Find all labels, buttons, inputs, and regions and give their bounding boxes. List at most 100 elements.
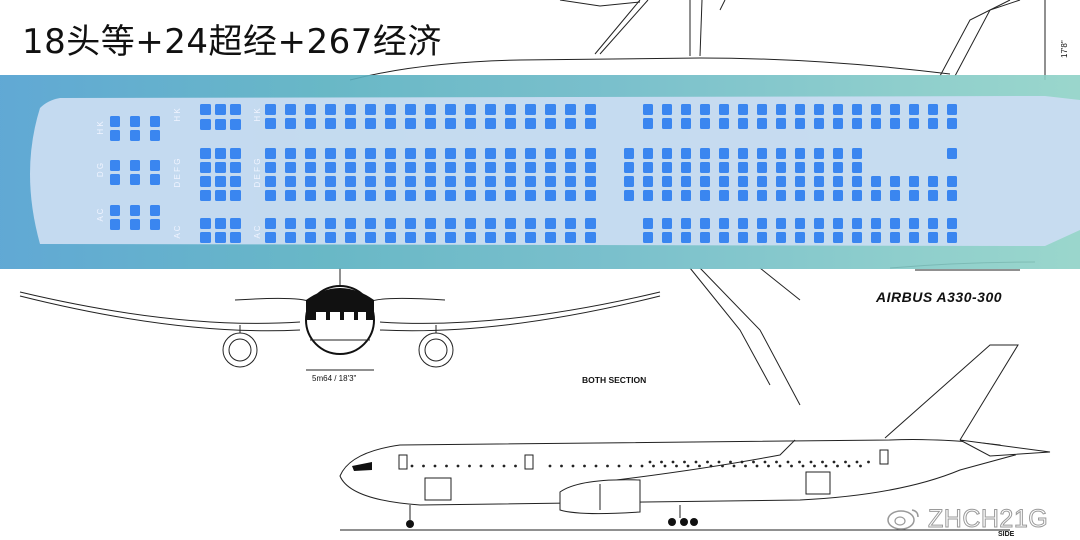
side-window	[583, 464, 586, 468]
economy-seat	[485, 162, 496, 173]
economy-seat	[643, 176, 653, 187]
economy-seat	[445, 218, 456, 229]
side-window	[844, 460, 847, 464]
economy-seat	[890, 176, 900, 187]
economy-seat	[545, 148, 556, 159]
economy-seat	[662, 162, 672, 173]
economy-seat	[719, 118, 729, 129]
economy-seat	[776, 162, 786, 173]
economy-seat	[425, 148, 436, 159]
side-window	[663, 464, 667, 468]
economy-seat	[305, 218, 316, 229]
first-class-seat	[110, 130, 120, 141]
economy-seat	[265, 190, 276, 201]
economy-seat	[928, 218, 938, 229]
economy-seat	[365, 104, 376, 115]
economy-seat	[445, 104, 456, 115]
economy-seat	[505, 162, 516, 173]
first-class-seat	[150, 205, 160, 216]
economy-seat	[738, 148, 748, 159]
business-class-seat	[230, 148, 241, 159]
economy-seat	[681, 176, 691, 187]
business-class-seat	[215, 104, 226, 115]
first-class-seat	[110, 116, 120, 127]
business-class-seat	[200, 190, 211, 201]
side-window	[456, 464, 460, 468]
economy-seat	[525, 118, 536, 129]
economy-seat	[738, 118, 748, 129]
economy-seat	[505, 232, 516, 243]
economy-seat	[265, 104, 276, 115]
economy-seat	[814, 162, 824, 173]
economy-seat	[325, 190, 336, 201]
business-class-seat	[215, 148, 226, 159]
business-class-seat	[230, 176, 241, 187]
first-class-seat	[150, 219, 160, 230]
economy-seat	[545, 162, 556, 173]
economy-seat	[585, 190, 596, 201]
side-window	[859, 464, 862, 468]
economy-seat	[795, 218, 805, 229]
economy-seat	[485, 232, 496, 243]
economy-seat	[681, 148, 691, 159]
economy-seat	[265, 218, 276, 229]
business-class-seat	[200, 148, 211, 159]
side-window	[832, 460, 836, 464]
economy-seat	[700, 118, 710, 129]
economy-seat	[305, 190, 316, 201]
economy-seat	[909, 176, 919, 187]
side-window	[694, 460, 698, 464]
side-windows	[410, 460, 870, 468]
economy-seat	[525, 104, 536, 115]
business-class-seat	[200, 232, 211, 243]
economy-seat	[776, 232, 786, 243]
economy-seat	[776, 176, 786, 187]
economy-seat	[425, 176, 436, 187]
weibo-logo-icon	[887, 509, 919, 530]
economy-seat	[757, 190, 767, 201]
economy-seat	[305, 148, 316, 159]
economy-seat	[265, 232, 276, 243]
economy-seat	[738, 176, 748, 187]
economy-seat	[345, 176, 356, 187]
economy-seat	[719, 218, 729, 229]
economy-seat	[585, 148, 596, 159]
economy-seat	[285, 218, 296, 229]
first-class-seat	[130, 205, 140, 216]
economy-seat	[325, 176, 336, 187]
economy-seat	[776, 218, 786, 229]
side-window	[479, 464, 483, 468]
economy-seat	[385, 190, 396, 201]
economy-seat	[681, 232, 691, 243]
economy-seat	[700, 148, 710, 159]
economy-seat	[305, 176, 316, 187]
economy-seat	[700, 176, 710, 187]
economy-seat	[890, 190, 900, 201]
economy-seat	[545, 232, 556, 243]
economy-seat	[738, 104, 748, 115]
economy-seat	[345, 162, 356, 173]
economy-seat	[757, 232, 767, 243]
first-class-seat	[150, 160, 160, 171]
economy-seat	[525, 218, 536, 229]
side-window	[813, 464, 816, 468]
economy-seat	[465, 176, 476, 187]
business-class-seat	[215, 190, 226, 201]
economy-seat	[325, 162, 336, 173]
side-window	[410, 464, 414, 468]
economy-seat	[643, 148, 653, 159]
economy-seat	[505, 218, 516, 229]
economy-seat	[719, 162, 729, 173]
economy-seat	[928, 104, 938, 115]
side-window	[675, 464, 678, 468]
side-window	[606, 464, 609, 468]
economy-seat	[757, 176, 767, 187]
economy-seat	[485, 218, 496, 229]
economy-seat	[585, 162, 596, 173]
first-class-seat	[130, 160, 140, 171]
economy-seat	[365, 118, 376, 129]
business-class-seat	[200, 119, 211, 130]
economy-seat	[681, 104, 691, 115]
economy-seat	[890, 104, 900, 115]
economy-seat	[305, 118, 316, 129]
